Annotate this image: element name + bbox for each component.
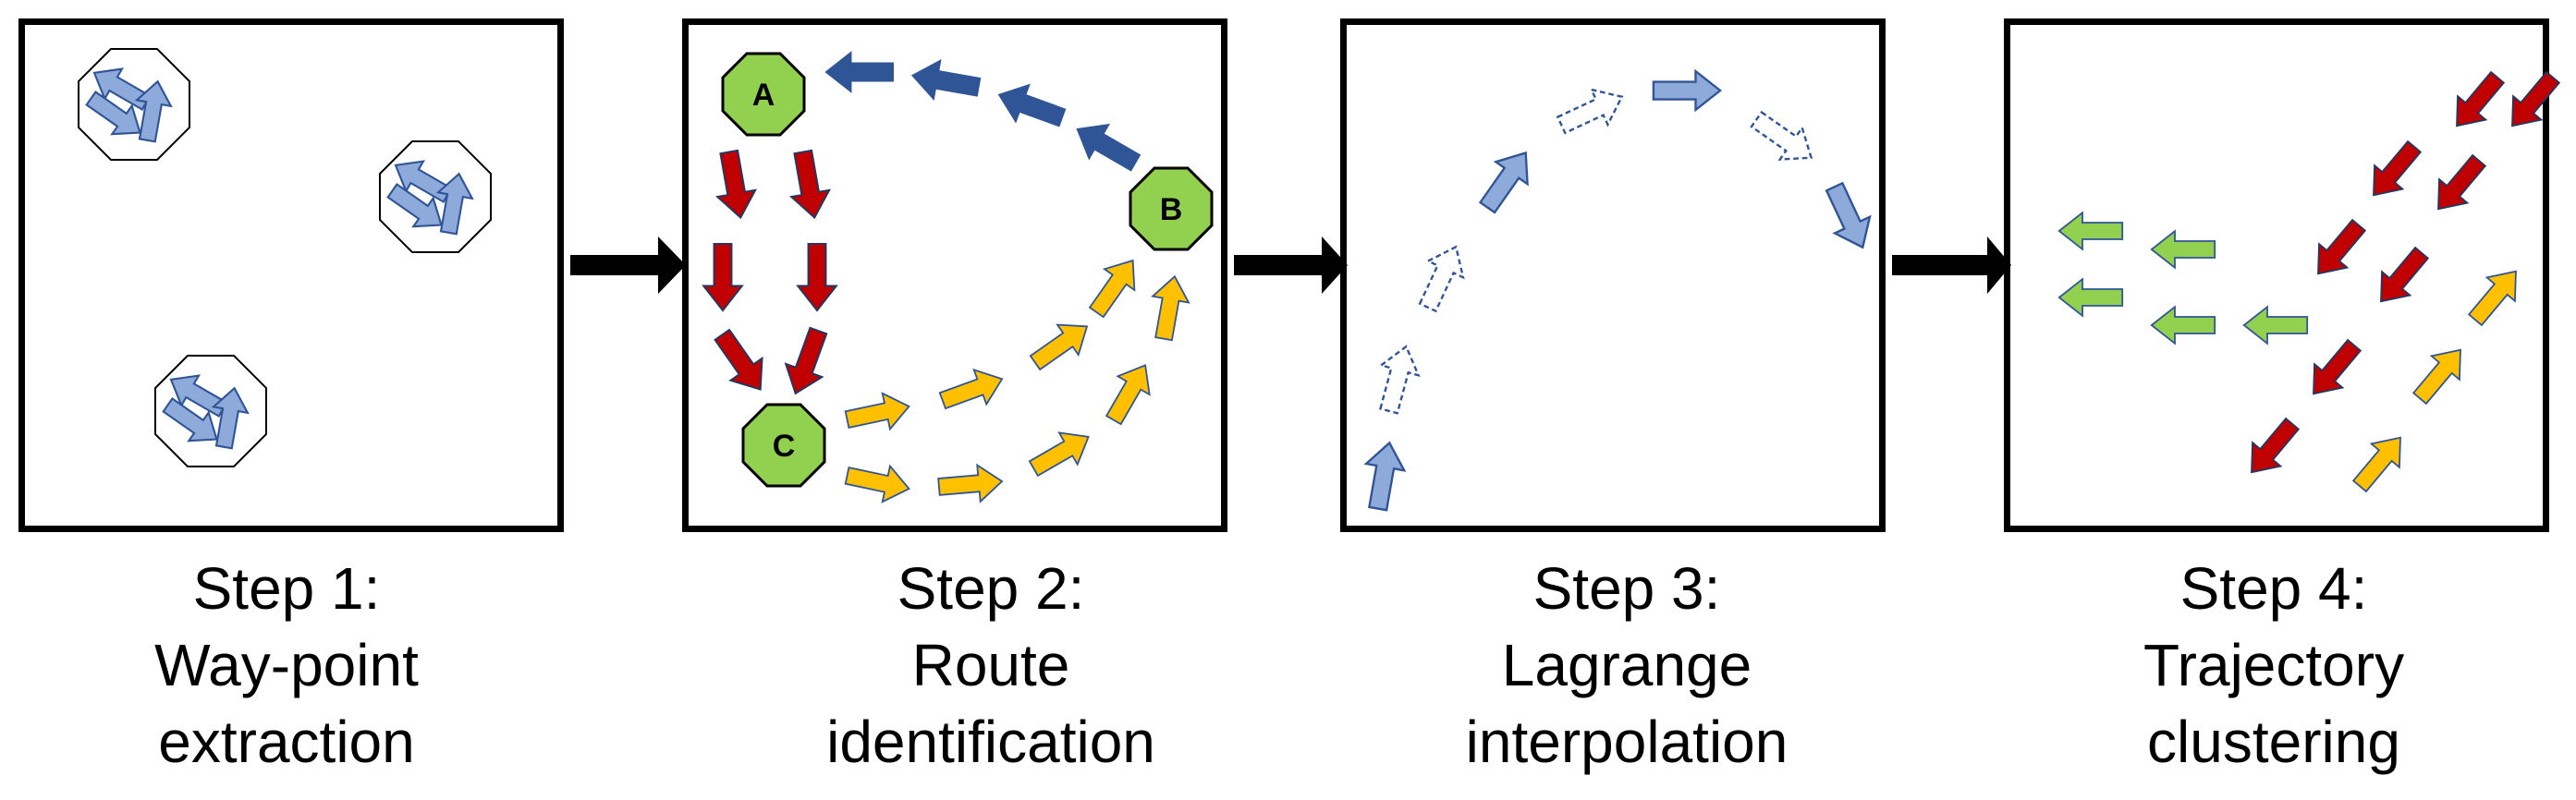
route-orange <box>842 248 1194 508</box>
node-a-label: A <box>752 78 775 113</box>
step3-caption: Step 3: Lagrange interpolation <box>1303 551 1950 781</box>
step3-title-line1: Lagrange <box>1501 632 1752 698</box>
step1-title-line1: Way-point <box>154 632 419 698</box>
step2-title-line1: Route <box>911 632 1070 698</box>
step1-label: Step 1: <box>192 555 381 622</box>
node-b-label: B <box>1160 192 1183 227</box>
waypoint-cluster-3 <box>154 355 267 467</box>
connector-arrow-1-2 <box>570 236 686 294</box>
step1-title-line2: extraction <box>158 709 415 775</box>
step3-title-line2: interpolation <box>1465 709 1789 775</box>
node-c: C <box>741 403 826 488</box>
node-c-label: C <box>773 429 796 464</box>
waypoint-cluster-2 <box>379 140 492 253</box>
step2-label: Step 2: <box>897 555 1085 622</box>
route-blue <box>824 52 1146 181</box>
step4-caption: Step 4: Trajectory clustering <box>1950 551 2576 781</box>
step4-title-line2: clustering <box>2147 709 2400 775</box>
waypoint-cluster-1 <box>78 48 190 161</box>
step2-title-line2: identification <box>826 709 1155 775</box>
step3-label: Step 3: <box>1532 555 1721 622</box>
cluster-green <box>2057 212 2309 345</box>
interpolated-trajectory <box>1357 69 1882 514</box>
route-red <box>702 147 837 402</box>
cluster-orange <box>2344 259 2532 499</box>
connector-arrow-3-4 <box>1892 236 2011 294</box>
node-a: A <box>721 52 806 137</box>
step4-label: Step 4: <box>2179 555 2368 622</box>
step2-caption: Step 2: Route identification <box>667 551 1314 781</box>
node-b: B <box>1129 166 1214 251</box>
connector-arrow-2-3 <box>1234 236 1348 294</box>
step4-title-line1: Trajectory <box>2143 632 2405 698</box>
step1-caption: Step 1: Way-point extraction <box>0 551 610 781</box>
cluster-red <box>2236 65 2569 485</box>
